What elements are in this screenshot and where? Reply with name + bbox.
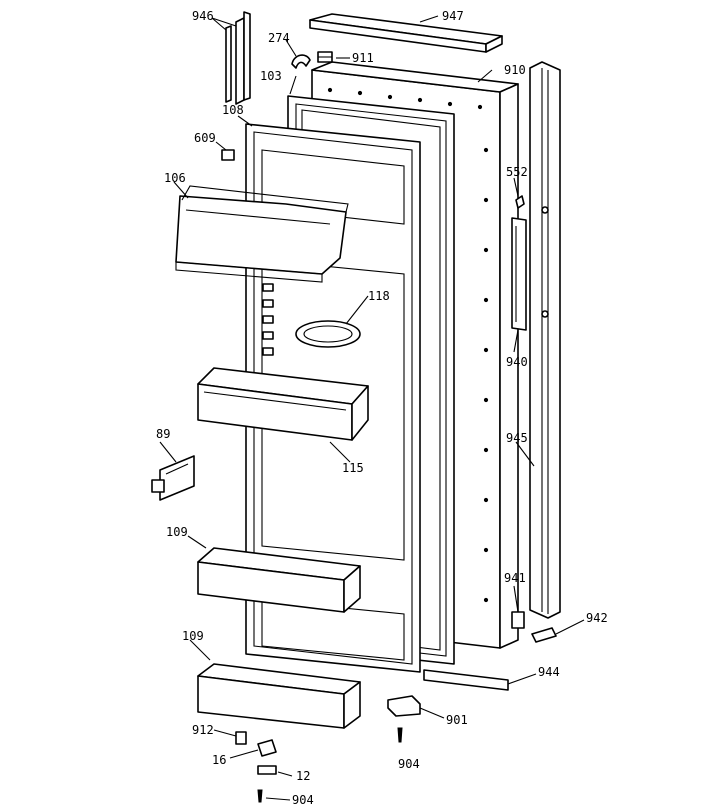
callout-940: 940: [506, 355, 528, 369]
part-16: [257, 739, 277, 757]
bushing-911: [317, 51, 333, 63]
leader-lines: [159, 15, 585, 801]
part-89: [151, 455, 195, 501]
callout-911: 911: [352, 51, 374, 65]
callout-941: 941: [504, 571, 526, 585]
hinge-part-274: [291, 54, 311, 69]
screw-904-right: [397, 727, 403, 743]
callout-946: 946: [192, 9, 214, 23]
door-handle-945: [529, 61, 561, 619]
callout-609: 609: [194, 131, 216, 145]
callout-947: 947: [442, 9, 464, 23]
top-cover: [309, 13, 503, 53]
callout-106: 106: [164, 171, 186, 185]
callout-945: 945: [506, 431, 528, 445]
callout-16: 16: [212, 753, 226, 767]
ring-118: [295, 320, 361, 348]
callout-12: 12: [296, 769, 310, 783]
callout-910: 910: [504, 63, 526, 77]
bracket-940: [511, 217, 527, 331]
part-941: [511, 611, 525, 629]
callout-912: 912: [192, 723, 214, 737]
hinge-942: [531, 627, 557, 643]
callout-904-right: 904: [398, 757, 420, 771]
callout-904-left: 904: [292, 793, 314, 807]
callout-89: 89: [156, 427, 170, 441]
callout-103: 103: [260, 69, 282, 83]
callout-552: 552: [506, 165, 528, 179]
part-609: [221, 149, 235, 161]
shelf-rail-clips: [262, 283, 274, 356]
callout-115: 115: [342, 461, 364, 475]
callout-118: 118: [368, 289, 390, 303]
callout-944: 944: [538, 665, 560, 679]
callout-274: 274: [268, 31, 290, 45]
callout-942: 942: [586, 611, 608, 625]
callout-109-upper: 109: [166, 525, 188, 539]
screw-552: [515, 195, 525, 209]
callout-labels: 946 947 274 911 103 910 108 609 106 552 …: [156, 9, 608, 807]
door-bin-109-upper: [197, 547, 361, 613]
callout-901: 901: [446, 713, 468, 727]
door-trim-strips: [225, 11, 251, 105]
part-901: [387, 695, 421, 717]
part-912: [235, 731, 247, 745]
screw-904-left: [257, 789, 263, 803]
shelf-115: [197, 367, 369, 441]
callout-108: 108: [222, 103, 244, 117]
door-bin-109-lower: [197, 663, 361, 729]
part-12: [257, 765, 277, 775]
callout-109-lower: 109: [182, 629, 204, 643]
dairy-door-106: [175, 185, 349, 283]
bottom-trim-944: [423, 669, 509, 691]
